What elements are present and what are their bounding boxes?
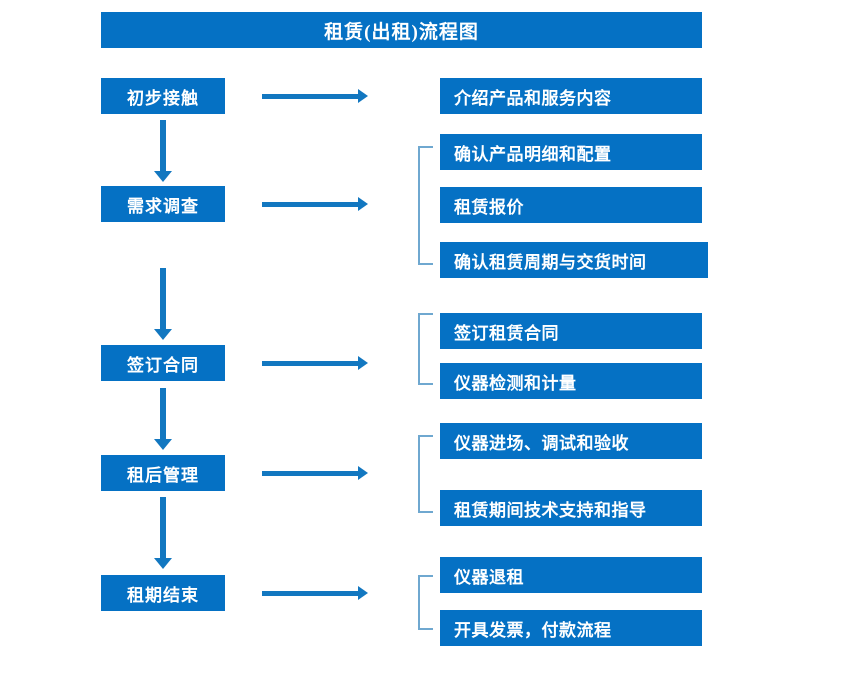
down-arrow-icon-contract-to-management (154, 388, 172, 450)
right-arrow-icon-needs-survey (262, 197, 368, 211)
detail-box-invoice-payment-process[interactable]: 开具发票，付款流程 (440, 610, 702, 646)
detail-box-technical-support-during-rental[interactable]: 租赁期间技术支持和指导 (440, 490, 702, 526)
stage-box-sign-contract[interactable]: 签订合同 (101, 345, 225, 381)
down-arrow-icon-management-to-end (154, 497, 172, 569)
detail-box-confirm-product-details-config[interactable]: 确认产品明细和配置 (440, 134, 702, 170)
detail-box-confirm-rental-period-delivery[interactable]: 确认租赁周期与交货时间 (440, 242, 708, 278)
detail-box-introduce-products-services[interactable]: 介绍产品和服务内容 (440, 78, 702, 114)
stage-box-rental-end[interactable]: 租期结束 (101, 575, 225, 611)
detail-box-instrument-entry-commissioning-acceptance[interactable]: 仪器进场、调试和验收 (440, 423, 702, 459)
detail-box-rental-quotation[interactable]: 租赁报价 (440, 187, 702, 223)
down-arrow-icon-survey-to-contract (154, 268, 172, 340)
chart-title: 租赁(出租)流程图 (101, 12, 702, 48)
stage-box-needs-survey[interactable]: 需求调查 (101, 186, 225, 222)
detail-box-instrument-inspection-metering[interactable]: 仪器检测和计量 (440, 363, 702, 399)
group-bracket-post-rental-management (418, 435, 433, 513)
group-bracket-sign-contract (418, 313, 433, 385)
group-bracket-needs-survey (418, 146, 433, 265)
group-bracket-rental-end (418, 575, 433, 630)
right-arrow-icon-sign-contract (262, 356, 368, 370)
right-arrow-icon-rental-end (262, 586, 368, 600)
detail-box-instrument-return[interactable]: 仪器退租 (440, 557, 702, 593)
stage-box-post-rental-management[interactable]: 租后管理 (101, 455, 225, 491)
stage-box-initial-contact[interactable]: 初步接触 (101, 78, 225, 114)
down-arrow-icon-contact-to-survey (154, 120, 172, 182)
right-arrow-icon-initial-contact (262, 89, 368, 103)
detail-box-sign-rental-contract[interactable]: 签订租赁合同 (440, 313, 702, 349)
right-arrow-icon-post-rental-management (262, 466, 368, 480)
